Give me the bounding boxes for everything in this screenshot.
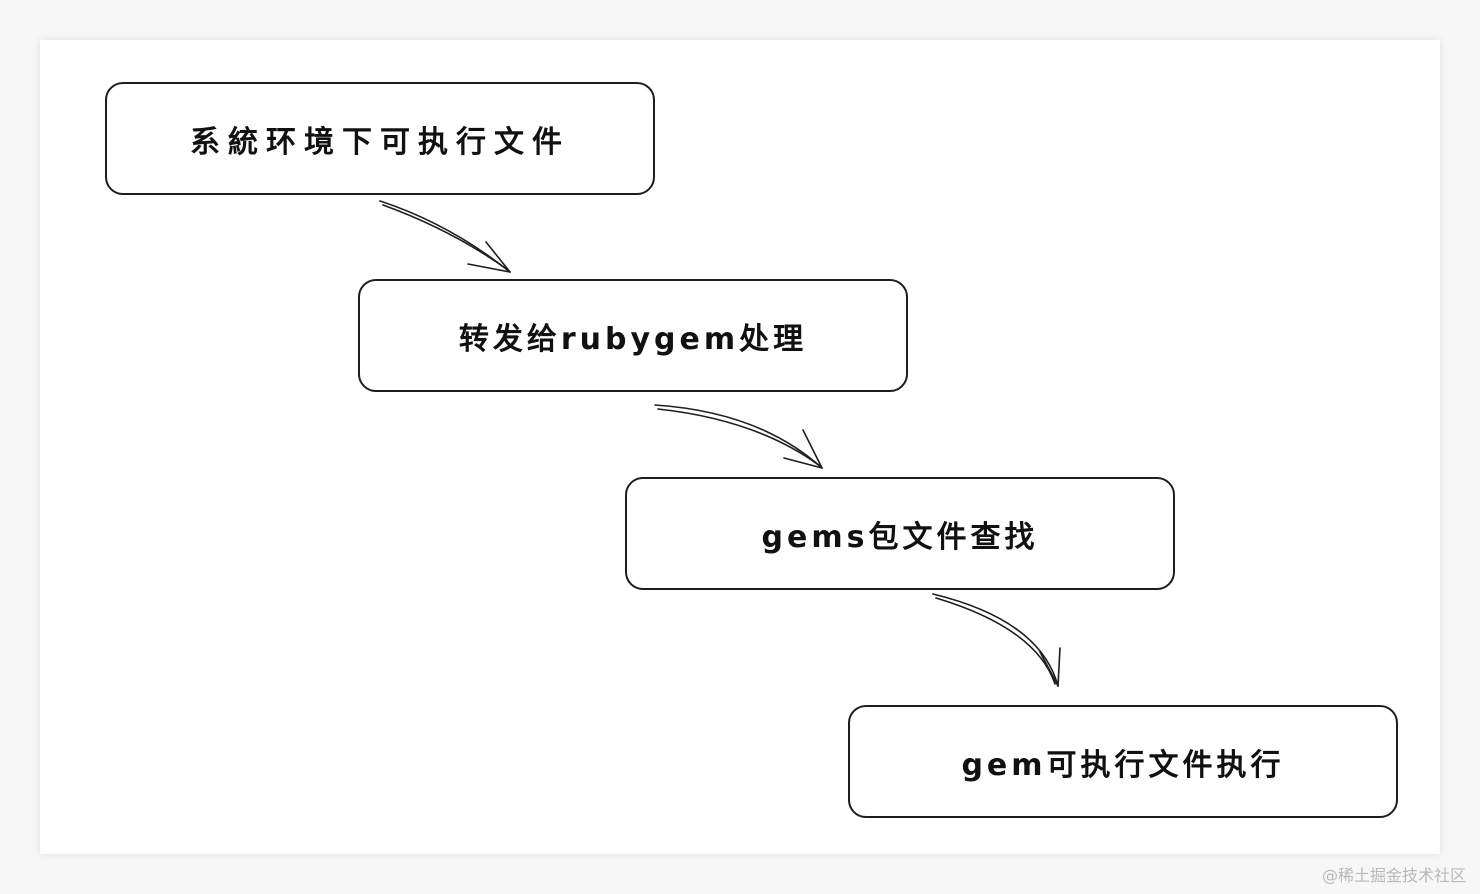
node-label: gems包文件查找 [761, 519, 1039, 555]
node-label: gem可执行文件执行 [961, 747, 1285, 783]
flow-node-gem-executable-run: gem可执行文件执行 [848, 705, 1398, 818]
flow-node-forward-to-rubygem: 转发给rubygem处理 [358, 279, 908, 392]
flow-node-system-executable: 系統环境下可执行文件 [105, 82, 655, 195]
flow-node-gems-file-lookup: gems包文件查找 [625, 477, 1175, 590]
watermark: @稀土掘金技术社区 [1321, 866, 1466, 885]
node-label: 系統环境下可执行文件 [190, 124, 570, 160]
node-label: 转发给rubygem处理 [458, 321, 808, 357]
